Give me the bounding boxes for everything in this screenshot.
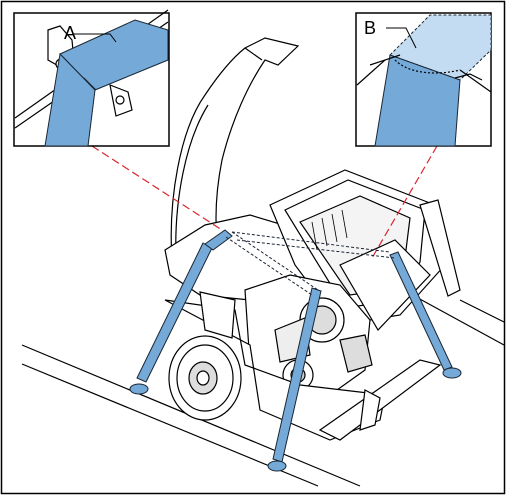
strap-front-right	[389, 251, 453, 371]
strap-top-link	[204, 229, 233, 251]
callout-leader-lines	[91, 145, 438, 259]
leader-line-a	[91, 145, 226, 233]
leader-line-b	[371, 145, 438, 259]
inset-panel-a: A	[13, 9, 170, 147]
callout-label-b: B	[364, 18, 376, 38]
strap-dashed-path	[225, 231, 396, 296]
tie-down-anchor-icon	[129, 367, 462, 472]
ratchet-strap-icon	[136, 229, 453, 463]
wood-chipper-icon	[164, 37, 461, 441]
inset-panel-b: B	[355, 12, 492, 147]
callout-label-a: A	[64, 23, 76, 43]
